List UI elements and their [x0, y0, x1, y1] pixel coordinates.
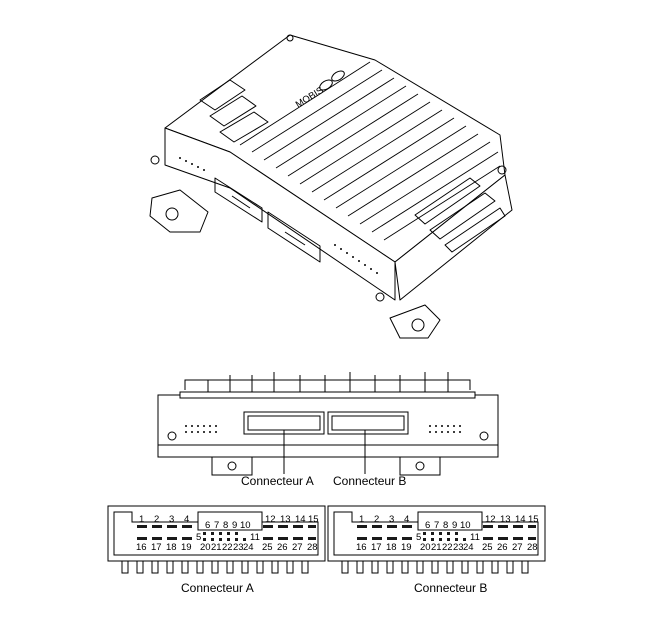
- pin-label: 27: [512, 542, 523, 553]
- pin-label: 23: [453, 542, 464, 553]
- pin-label: 18: [166, 542, 177, 553]
- pin-label: 21: [431, 542, 442, 553]
- pin-label: 14: [515, 514, 526, 525]
- pin-label: 16: [136, 542, 147, 553]
- pin-label: 25: [482, 542, 493, 553]
- pin-label: 11: [250, 532, 260, 543]
- pin-label: 20: [200, 542, 211, 553]
- pinout-connector-a-label: Connecteur A: [181, 581, 254, 595]
- pinout-connector-b-label: Connecteur B: [414, 581, 488, 595]
- pin-label: 24: [463, 542, 474, 553]
- pin-label: 4: [404, 514, 409, 525]
- pin-label: 7: [434, 520, 439, 531]
- pin-label: 6: [205, 520, 210, 531]
- pin-label: 12: [485, 514, 496, 525]
- pin-label: 6: [425, 520, 430, 531]
- pin-label: 1: [359, 514, 364, 525]
- connector-a-pin-numbers: 1 2 3 4 6 7 8 9 10 12 13 14 15 5 11 16 1…: [136, 514, 319, 553]
- pin-label: 8: [223, 520, 228, 531]
- front-view-connector-a-label: Connecteur A: [241, 474, 314, 488]
- pin-label: 19: [181, 542, 192, 553]
- pin-label: 2: [374, 514, 379, 525]
- pin-label: 17: [151, 542, 162, 553]
- pin-label: 26: [497, 542, 508, 553]
- amplifier-module-front-view: [157, 372, 499, 476]
- pin-label: 20: [420, 542, 431, 553]
- pin-label: 26: [277, 542, 288, 553]
- pin-label: 9: [232, 520, 237, 531]
- pin-label: 12: [265, 514, 276, 525]
- pin-label: 4: [184, 514, 189, 525]
- front-view-connector-b-label: Connecteur B: [333, 474, 407, 488]
- pin-label: 5: [196, 532, 201, 543]
- pin-label: 10: [460, 520, 471, 531]
- pin-label: 9: [452, 520, 457, 531]
- pin-label: 27: [292, 542, 303, 553]
- pin-label: 13: [280, 514, 291, 525]
- pin-label: 5: [416, 532, 421, 543]
- pin-label: 17: [371, 542, 382, 553]
- pin-label: 13: [500, 514, 511, 525]
- pin-label: 18: [386, 542, 397, 553]
- pin-label: 22: [442, 542, 453, 553]
- pin-label: 7: [214, 520, 219, 531]
- pin-label: 23: [233, 542, 244, 553]
- pin-label: 28: [527, 542, 538, 553]
- pin-label: 2: [154, 514, 159, 525]
- pin-label: 14: [295, 514, 306, 525]
- pin-label: 16: [356, 542, 367, 553]
- pin-label: 15: [528, 514, 539, 525]
- connector-b-bottom-pins: [341, 561, 529, 574]
- pin-label: 11: [470, 532, 480, 543]
- connector-a-pinout: [107, 505, 326, 574]
- pin-label: 15: [308, 514, 319, 525]
- pin-label: 8: [443, 520, 448, 531]
- connector-b-pinout: [327, 505, 546, 574]
- amplifier-module-isometric: [149, 34, 513, 339]
- pin-label: 19: [401, 542, 412, 553]
- pin-label: 3: [169, 514, 174, 525]
- connector-b-pin-numbers: 1 2 3 4 6 7 8 9 10 12 13 14 15 5 11 16 1…: [356, 514, 539, 553]
- pin-label: 25: [262, 542, 273, 553]
- pin-label: 22: [222, 542, 233, 553]
- pin-label: 28: [307, 542, 318, 553]
- connector-a-bottom-pins: [121, 561, 309, 574]
- pin-label: 24: [243, 542, 254, 553]
- pin-label: 1: [139, 514, 144, 525]
- pin-label: 21: [211, 542, 222, 553]
- pin-label: 3: [389, 514, 394, 525]
- pin-label: 10: [240, 520, 251, 531]
